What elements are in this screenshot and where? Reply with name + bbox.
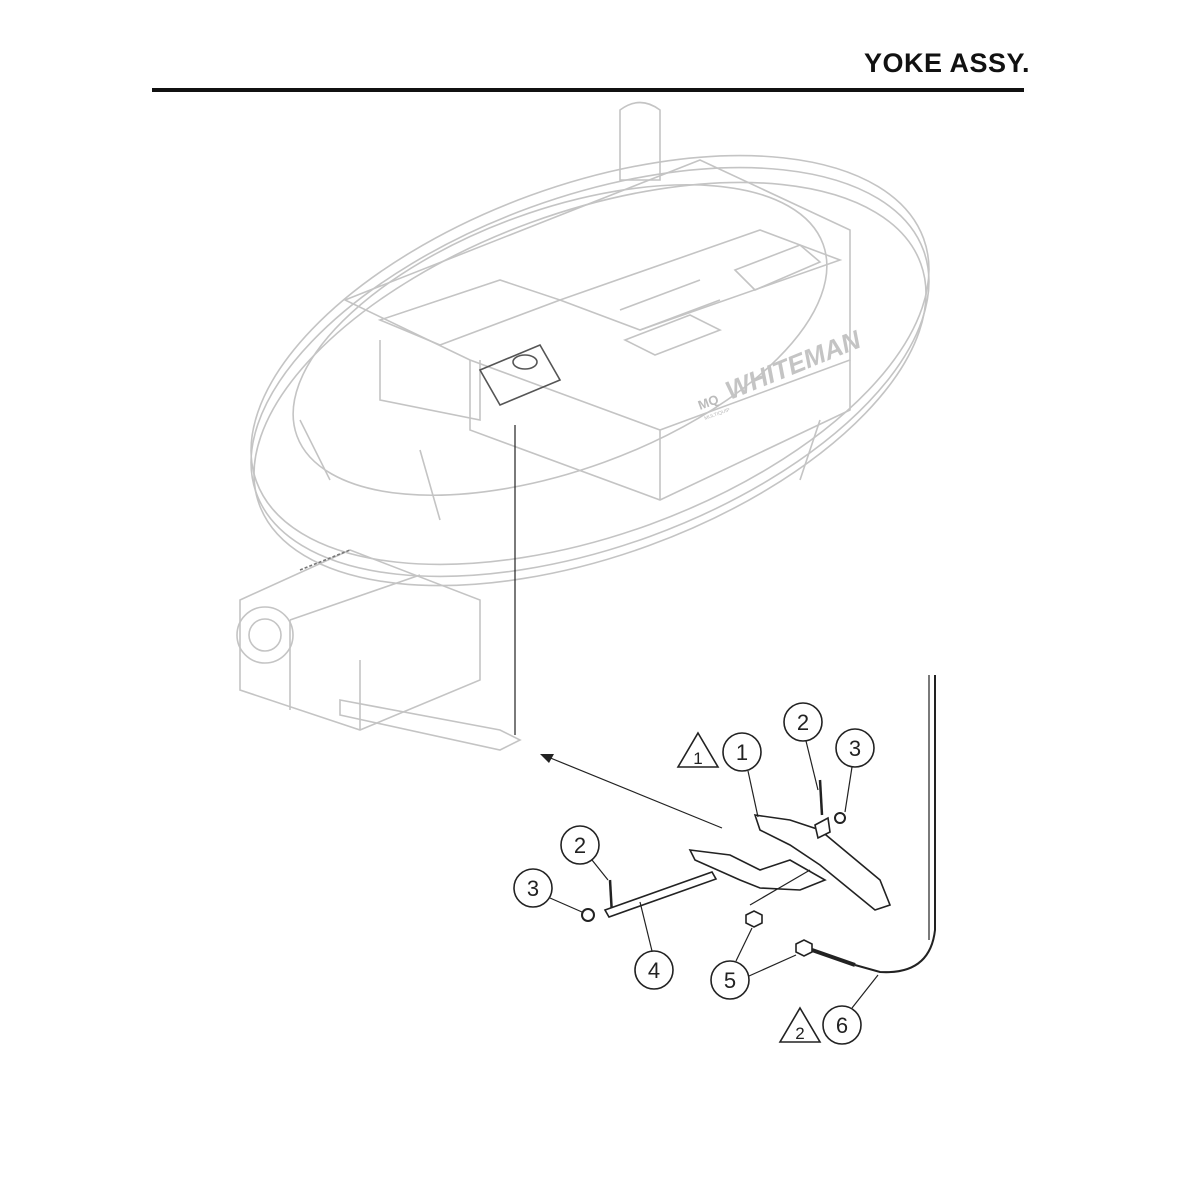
trowel-frame (250, 101, 930, 587)
svg-text:5: 5 (724, 968, 736, 993)
logo-mq: MQ (696, 392, 721, 413)
svg-text:1: 1 (736, 740, 748, 765)
callout-3-top[interactable]: 3 (835, 728, 875, 813)
svg-text:2: 2 (574, 833, 586, 858)
page-title: YOKE ASSY. (863, 48, 1030, 78)
svg-text:2: 2 (795, 1024, 804, 1043)
callout-6[interactable]: 6 (822, 974, 879, 1045)
callout-5[interactable]: 5 (710, 927, 797, 1000)
title-rule (152, 88, 1024, 92)
gearbox (236, 549, 522, 751)
svg-text:4: 4 (648, 958, 660, 983)
callout-3-left[interactable]: 3 (513, 868, 583, 913)
svg-text:6: 6 (836, 1013, 848, 1038)
svg-text:1: 1 (693, 749, 702, 768)
svg-text:3: 3 (849, 736, 861, 761)
callout-2-top[interactable]: 2 (783, 702, 823, 791)
arrow-head-icon (540, 754, 554, 763)
svg-text:2: 2 (797, 710, 809, 735)
callout-4[interactable]: 4 (634, 901, 674, 990)
callout-2-left[interactable]: 2 (560, 825, 609, 881)
callout-1[interactable]: 1 (722, 732, 762, 818)
brand-whiteman: WHITEMAN (721, 324, 866, 406)
svg-text:3: 3 (527, 876, 539, 901)
note-triangle-1[interactable]: 1 (676, 731, 720, 768)
yoke-parts (581, 675, 936, 974)
note-triangle-2[interactable]: 2 (778, 1006, 822, 1043)
install-arrow (547, 756, 723, 829)
